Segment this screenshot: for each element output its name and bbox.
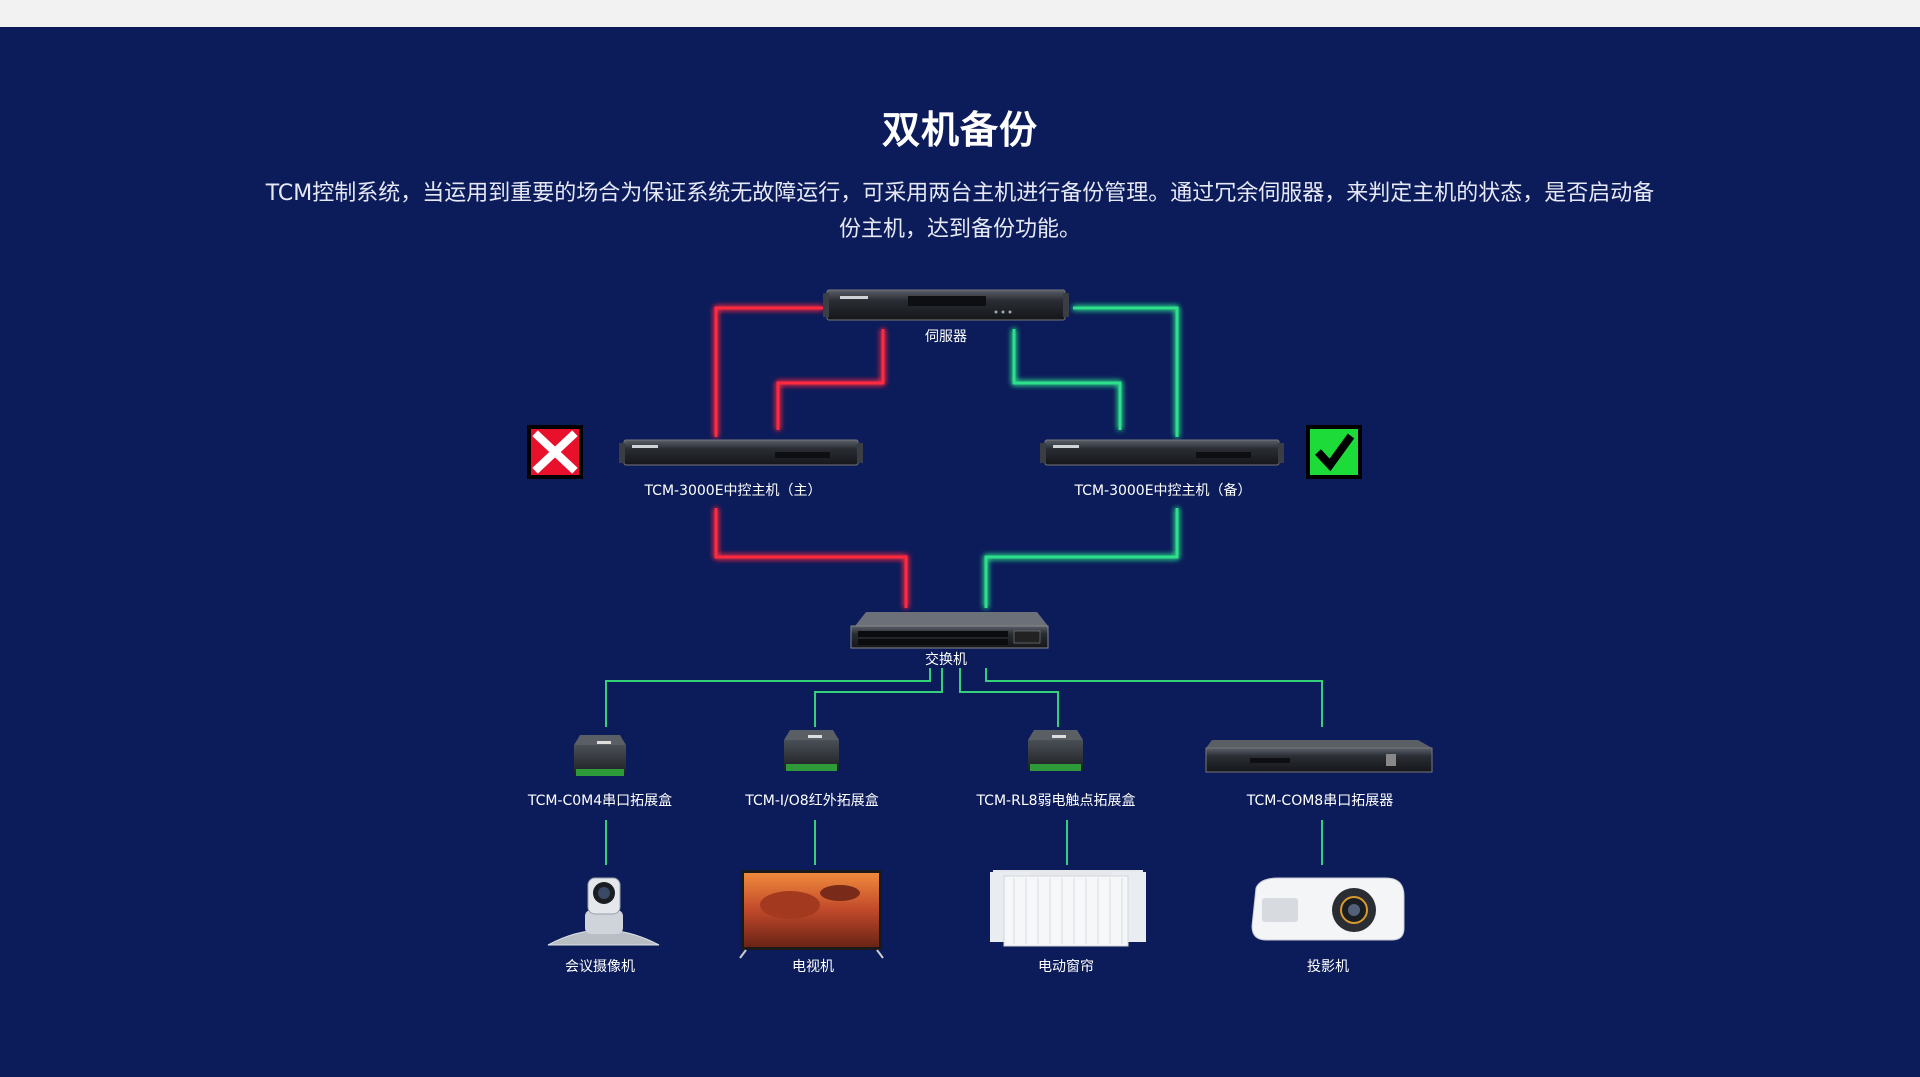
link-backup-to-switch: [984, 508, 1179, 608]
expander-com8-device: [1205, 740, 1433, 773]
device-label-0: 会议摄像机: [565, 959, 635, 975]
link-server-to-main-inner: [776, 329, 885, 430]
device-label-1: 电视机: [792, 959, 834, 975]
host-main-device: TCM-3000E中控主机（主）: [619, 439, 863, 499]
section-description: TCM控制系统，当运用到重要的场合为保证系统无故障运行，可采用两台主机进行备份管…: [265, 181, 1655, 242]
expander-label-0: TCM-C0M4串口拓展盒: [527, 792, 672, 809]
section-title: 双机备份: [881, 108, 1038, 152]
host-main-label: TCM-3000E中控主机（主）: [643, 483, 821, 499]
expander-io8-device: [784, 730, 839, 771]
dual-backup-section: 双机备份 TCM控制系统，当运用到重要的场合为保证系统无故障运行，可采用两台主机…: [0, 27, 1920, 1077]
switch-device: 交换机: [850, 612, 1049, 668]
device-label-3: 投影机: [1307, 959, 1349, 975]
expander-label-1: TCM-I/O8红外拓展盒: [744, 792, 878, 809]
distribution-links: [605, 668, 1323, 865]
host-backup-label: TCM-3000E中控主机（备）: [1073, 482, 1251, 499]
server-device: 伺服器: [823, 289, 1069, 345]
expander-label-2: TCM-RL8弱电触点拓展盒: [975, 792, 1135, 809]
server-label: 伺服器: [925, 329, 967, 345]
ptz-camera-icon: [547, 877, 660, 946]
switch-label: 交换机: [925, 651, 967, 668]
red-links: [714, 306, 908, 608]
top-bar: [0, 0, 1920, 27]
expander-rl8-device: [1028, 730, 1083, 771]
expander-label-3: TCM-COM8串口拓展器: [1246, 793, 1393, 809]
expander-com4-device: [574, 735, 626, 776]
link-server-to-main-outer: [714, 306, 823, 437]
curtain-icon: [990, 870, 1146, 947]
red-x-icon: [527, 425, 583, 479]
device-label-2: 电动窗帘: [1038, 958, 1094, 975]
link-server-to-backup-inner: [1012, 329, 1122, 430]
projector-icon: [1251, 877, 1405, 941]
green-links: [984, 306, 1179, 608]
link-server-to-backup-outer: [1073, 306, 1179, 437]
green-check-icon: [1306, 425, 1362, 479]
link-main-to-switch: [714, 508, 908, 608]
tv-icon: [739, 870, 884, 959]
host-backup-device: TCM-3000E中控主机（备）: [1040, 439, 1284, 499]
